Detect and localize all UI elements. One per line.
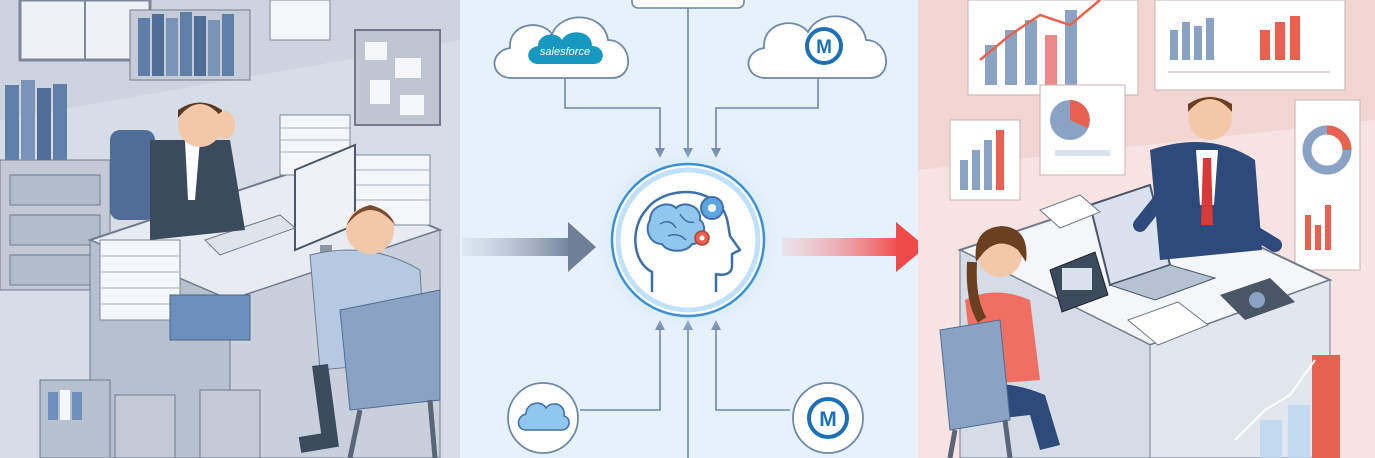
brain-gear-head-icon [634, 190, 742, 292]
mulesoft-letter: M [819, 408, 837, 431]
cloud-service-badge [507, 382, 579, 454]
keyboard [204, 214, 296, 256]
stressed-man [110, 102, 245, 240]
office-chair [939, 319, 1013, 458]
paper-stacks [99, 114, 431, 341]
salesforce-label: salesforce [540, 46, 590, 58]
arrow-right-icon [462, 222, 596, 272]
panel-integration: salesforce M [460, 0, 918, 458]
panel-before [0, 0, 460, 458]
panel-after [918, 0, 1375, 458]
wall-chart-donut [1294, 99, 1361, 271]
mulesoft-letter: M [816, 37, 832, 58]
floor-files [39, 379, 261, 458]
desk-tablet [1220, 278, 1295, 320]
cork-board [354, 29, 441, 126]
mulesoft-logo-icon [805, 27, 843, 65]
wall-chart-line [967, 0, 1139, 96]
binder-shelf [129, 9, 251, 81]
cloud-icon [517, 402, 570, 431]
wall-chart-pie [1039, 84, 1126, 176]
ai-hub [592, 144, 784, 336]
growth-bars [1234, 355, 1340, 458]
top-service-box [631, 0, 745, 9]
mulesoft-cloud: M [747, 15, 887, 79]
smiling-businessman [1133, 96, 1282, 260]
woman-with-tablet [965, 226, 1109, 450]
wall-chart-bars [1154, 0, 1346, 91]
filing-cabinet [0, 80, 111, 291]
salesforce-cloud: salesforce [493, 16, 629, 79]
wall-chart-small [949, 119, 1021, 201]
desk-document [1127, 301, 1210, 346]
connector-lines [564, 0, 819, 458]
mulesoft-badge: M [792, 382, 864, 454]
desk-folder [1039, 194, 1101, 229]
mulesoft-logo-icon [807, 397, 849, 439]
arrow-right-icon [782, 222, 926, 272]
seated-coworker [298, 205, 441, 458]
